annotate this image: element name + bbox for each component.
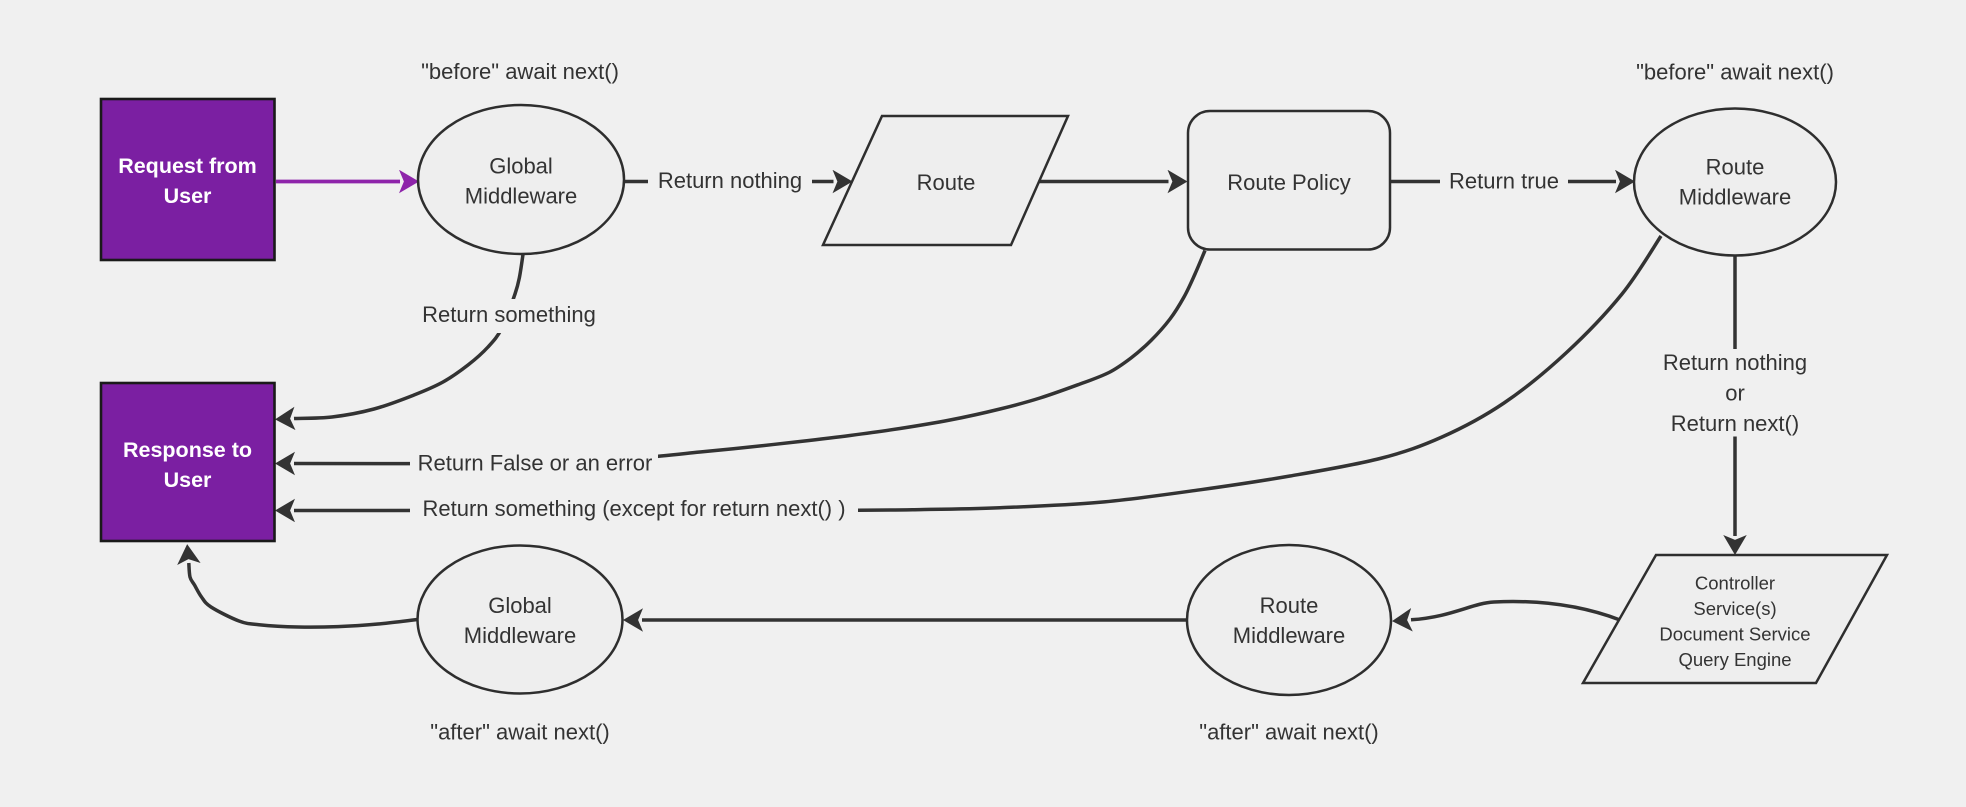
svg-text:User: User <box>164 184 212 208</box>
svg-text:Global: Global <box>489 154 553 179</box>
svg-text:Middleware: Middleware <box>464 623 577 648</box>
svg-text:Route: Route <box>917 170 976 195</box>
svg-text:Middleware: Middleware <box>465 184 578 209</box>
svg-text:Route: Route <box>1706 155 1765 180</box>
svg-text:Query Engine: Query Engine <box>1678 649 1791 670</box>
svg-text:Service(s): Service(s) <box>1693 598 1776 619</box>
svg-text:Return nothing: Return nothing <box>658 168 802 193</box>
svg-text:Return next(): Return next() <box>1671 411 1799 436</box>
svg-text:Middleware: Middleware <box>1233 623 1346 648</box>
svg-text:"after" await next(): "after" await next() <box>1199 720 1378 745</box>
svg-text:Route Policy: Route Policy <box>1227 170 1351 195</box>
svg-text:Document Service: Document Service <box>1659 624 1810 645</box>
svg-text:Return something: Return something <box>422 302 596 327</box>
svg-text:Return nothing: Return nothing <box>1663 350 1807 375</box>
svg-text:Route: Route <box>1260 593 1319 618</box>
svg-text:Global: Global <box>488 593 552 618</box>
svg-text:Middleware: Middleware <box>1679 185 1792 210</box>
svg-text:Request from: Request from <box>118 154 257 178</box>
svg-text:Return False or an error: Return False or an error <box>418 451 653 476</box>
svg-text:or: or <box>1725 381 1745 406</box>
svg-text:Controller: Controller <box>1695 573 1775 594</box>
svg-text:"before" await next(): "before" await next() <box>1636 60 1834 85</box>
svg-text:Return something (except for r: Return something (except for return next… <box>422 496 845 521</box>
svg-text:Response to: Response to <box>123 438 252 462</box>
svg-text:"after" await next(): "after" await next() <box>430 720 609 745</box>
svg-text:"before" await next(): "before" await next() <box>421 59 619 84</box>
svg-text:Return true: Return true <box>1449 169 1559 194</box>
svg-text:User: User <box>164 468 212 492</box>
